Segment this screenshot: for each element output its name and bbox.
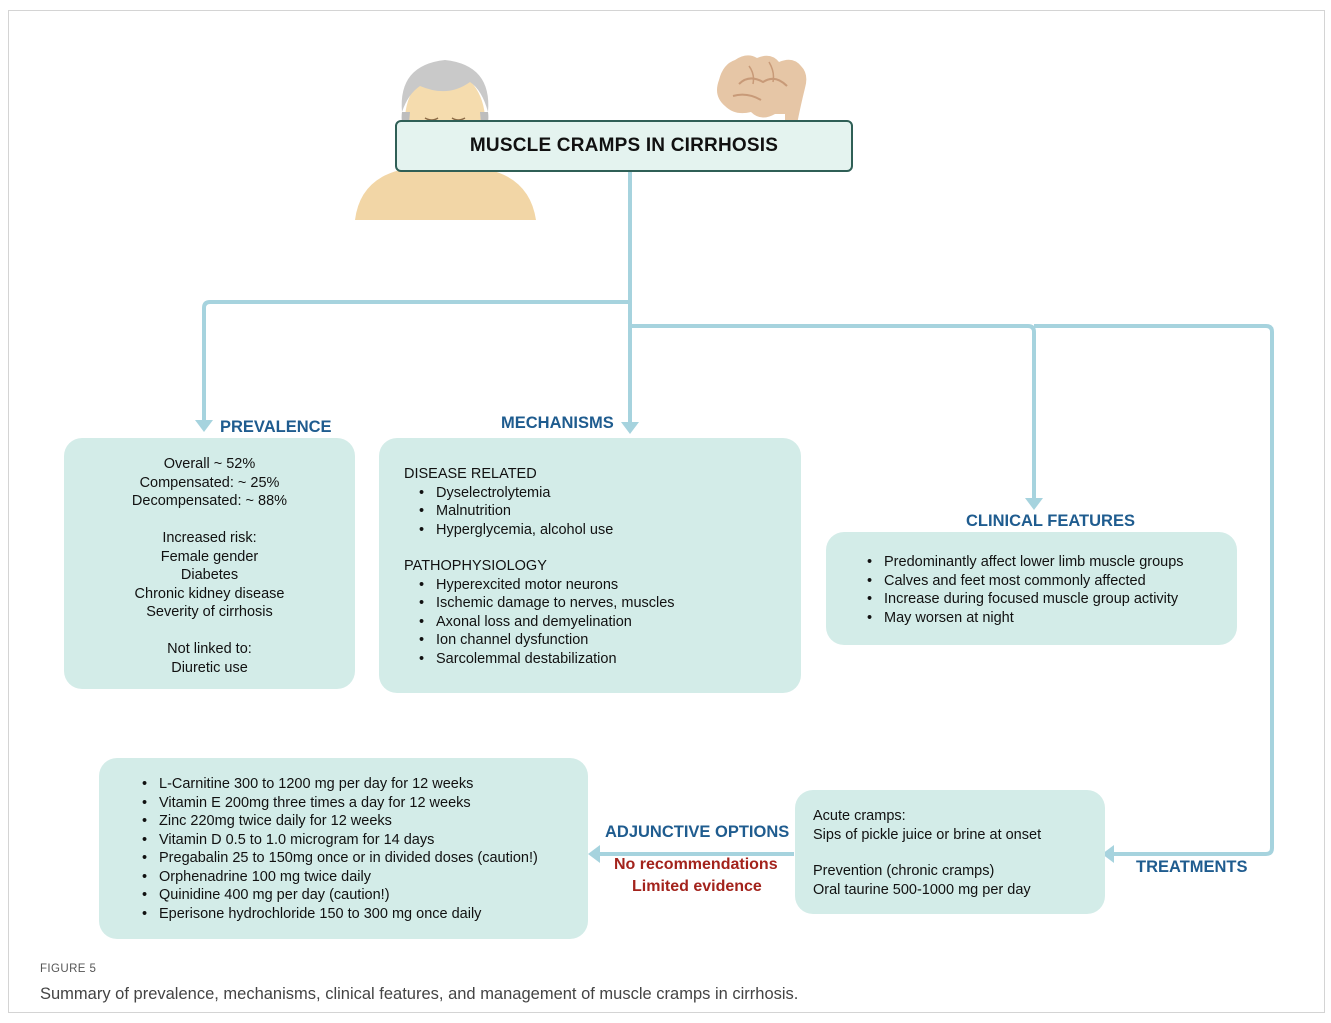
- figure-frame: [8, 10, 1325, 1013]
- prevalence-list: Overall ~ 52% Compensated: ~ 25% Decompe…: [64, 455, 355, 677]
- adjunctive-options-list: L-Carnitine 300 to 1200 mg per day for 1…: [137, 775, 538, 923]
- list-item: Quinidine 400 mg per day (caution!): [137, 886, 538, 905]
- prevalence-line: Diuretic use: [171, 659, 248, 676]
- pathophysiology-title: PATHOPHYSIOLOGY: [404, 558, 547, 574]
- clinical-features-box: Predominantly affect lower limb muscle g…: [826, 532, 1237, 645]
- diagram-title: MUSCLE CRAMPS IN CIRRHOSIS: [469, 135, 779, 156]
- prevalence-line: Compensated: ~ 25%: [139, 474, 280, 491]
- list-item: Vitamin D 0.5 to 1.0 microgram for 14 da…: [137, 831, 538, 850]
- adjunctive-options-heading: ADJUNCTIVE OPTIONS: [605, 823, 790, 841]
- pathophysiology-list: Hyperexcited motor neurons Ischemic dama…: [414, 576, 675, 669]
- list-item: Malnutrition: [414, 502, 675, 521]
- list-item: L-Carnitine 300 to 1200 mg per day for 1…: [137, 775, 538, 794]
- list-item: May worsen at night: [862, 609, 1184, 628]
- title-box: MUSCLE CRAMPS IN CIRRHOSIS: [395, 120, 853, 172]
- list-item: Increase during focused muscle group act…: [862, 590, 1184, 609]
- prevention-text: Oral taurine 500-1000 mg per day: [813, 881, 1031, 898]
- adjunctive-options-box: L-Carnitine 300 to 1200 mg per day for 1…: [99, 758, 588, 939]
- list-item: Sarcolemmal destabilization: [414, 650, 675, 669]
- list-item: Ischemic damage to nerves, muscles: [414, 594, 675, 613]
- prevalence-line: Increased risk:: [162, 530, 257, 546]
- disease-related-list: Dyselectrolytemia Malnutrition Hyperglyc…: [414, 484, 675, 540]
- prevalence-line: Female gender: [160, 548, 259, 565]
- limited-evidence-note: Limited evidence: [632, 878, 762, 895]
- prevalence-line: Decompensated: ~ 88%: [131, 493, 288, 509]
- list-item: Eperisone hydrochloride 150 to 300 mg on…: [137, 905, 538, 924]
- treatments-content: Acute cramps: Sips of pickle juice or br…: [813, 807, 1041, 899]
- list-item: Pregabalin 25 to 150mg once or in divide…: [137, 849, 538, 868]
- acute-cramps-title: Acute cramps:: [813, 808, 906, 824]
- no-recommendations-note: No recommendations: [614, 856, 778, 873]
- arrowhead-adjunctive: [588, 845, 600, 863]
- mechanisms-content: DISEASE RELATED Dyselectrolytemia Malnut…: [404, 465, 675, 668]
- figure-caption: Summary of prevalence, mechanisms, clini…: [40, 985, 799, 1003]
- list-item: Ion channel dysfunction: [414, 631, 675, 650]
- list-item: Orphenadrine 100 mg twice daily: [137, 868, 538, 887]
- list-item: Hyperglycemia, alcohol use: [414, 521, 675, 540]
- list-item: Dyselectrolytemia: [414, 484, 675, 503]
- arrowhead-prevalence: [195, 420, 213, 432]
- connector-clinical: [630, 324, 1036, 498]
- prevalence-spacer: [64, 511, 355, 530]
- list-item: Axonal loss and demyelination: [414, 613, 675, 632]
- acute-cramps-text: Sips of pickle juice or brine at onset: [813, 826, 1042, 843]
- list-item: Vitamin E 200mg three times a day for 12…: [137, 794, 538, 813]
- list-item: Zinc 220mg twice daily for 12 weeks: [137, 812, 538, 831]
- mechanisms-box: DISEASE RELATED Dyselectrolytemia Malnut…: [379, 438, 801, 693]
- prevalence-spacer: [64, 622, 355, 641]
- prevalence-box: Overall ~ 52% Compensated: ~ 25% Decompe…: [64, 438, 355, 689]
- clinical-features-list: Predominantly affect lower limb muscle g…: [862, 553, 1184, 627]
- list-item: Calves and feet most commonly affected: [862, 572, 1184, 591]
- figure-label: FIGURE 5: [40, 963, 97, 975]
- arrowhead-clinical: [1025, 498, 1043, 510]
- arrowhead-mechanisms: [621, 422, 639, 434]
- prevalence-line: Severity of cirrhosis: [146, 604, 273, 620]
- prevalence-line: Not linked to:: [167, 641, 252, 657]
- prevalence-line: Overall ~ 52%: [163, 456, 256, 472]
- treatments-heading: TREATMENTS: [1136, 858, 1248, 876]
- disease-related-title: DISEASE RELATED: [404, 466, 537, 482]
- prevalence-line: Chronic kidney disease: [134, 585, 285, 602]
- mechanisms-heading: MECHANISMS: [501, 414, 614, 432]
- clinical-features-heading: CLINICAL FEATURES: [966, 512, 1135, 530]
- connector-treatments: [1034, 324, 1274, 856]
- connector-prevalence: [202, 300, 630, 420]
- prevention-title: Prevention (chronic cramps): [813, 863, 995, 879]
- arrowhead-treatments: [1102, 845, 1114, 863]
- prevalence-heading: PREVALENCE: [220, 418, 332, 436]
- list-item: Hyperexcited motor neurons: [414, 576, 675, 595]
- treatments-box: Acute cramps: Sips of pickle juice or br…: [795, 790, 1105, 914]
- list-item: Predominantly affect lower limb muscle g…: [862, 553, 1184, 572]
- prevalence-line: Diabetes: [180, 567, 239, 583]
